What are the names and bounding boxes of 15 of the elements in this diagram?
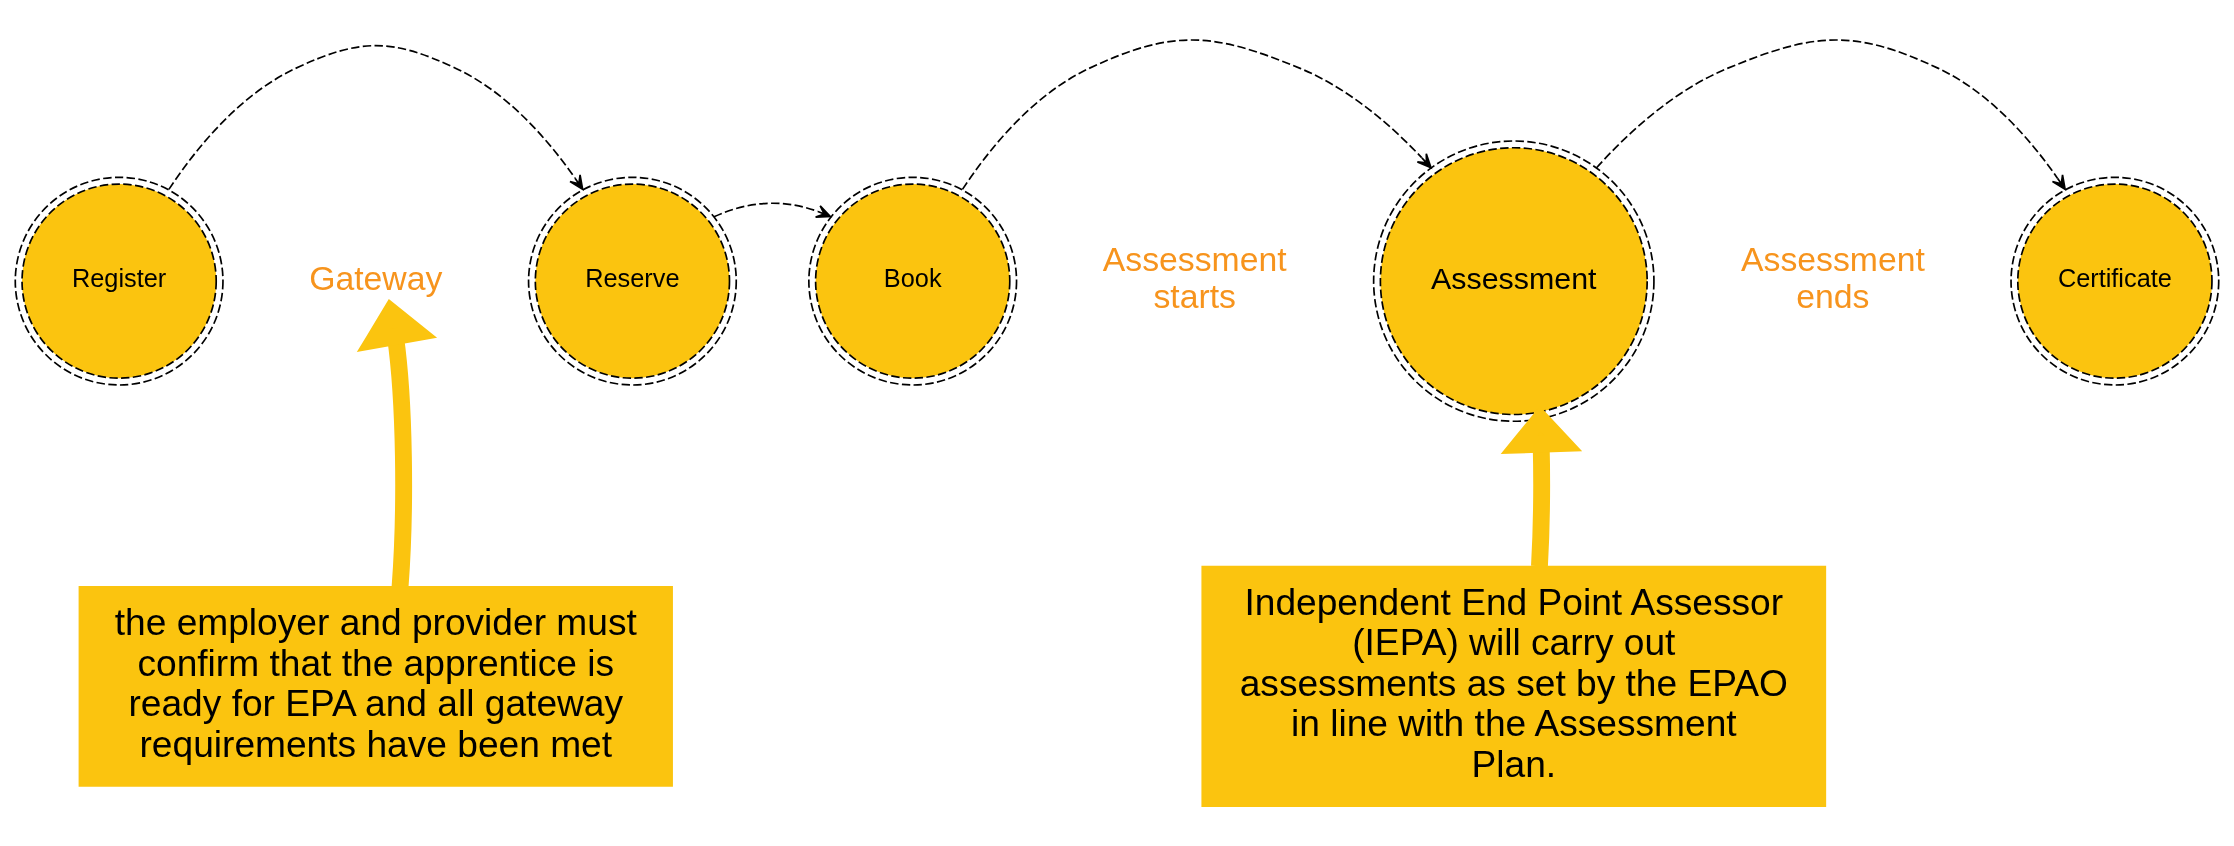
node-circle: Book bbox=[808, 176, 1018, 386]
arrow bbox=[961, 39, 1432, 191]
arrow bbox=[356, 299, 438, 588]
node-box: the employer and provider must confirm that the apprentice is ready for EPA and all gateway requirements have been met bbox=[78, 585, 673, 787]
arrow bbox=[713, 202, 832, 218]
arrow bbox=[1595, 39, 2066, 191]
label: Assessment starts bbox=[1102, 240, 1287, 316]
node-circle: Reserve bbox=[527, 176, 738, 386]
node-circle: Register bbox=[14, 176, 224, 386]
node-circle: Certificate bbox=[2010, 176, 2220, 386]
label: Assessment ends bbox=[1741, 240, 1925, 316]
node-circle: Assessment bbox=[1372, 140, 1655, 423]
node-box: Independent End Point Assessor (IEPA) will carry out assessments as set by the EPAO in line with the Assessment Plan. bbox=[1201, 565, 1827, 808]
arrow bbox=[168, 44, 584, 191]
node-text: Gateway bbox=[309, 258, 443, 297]
